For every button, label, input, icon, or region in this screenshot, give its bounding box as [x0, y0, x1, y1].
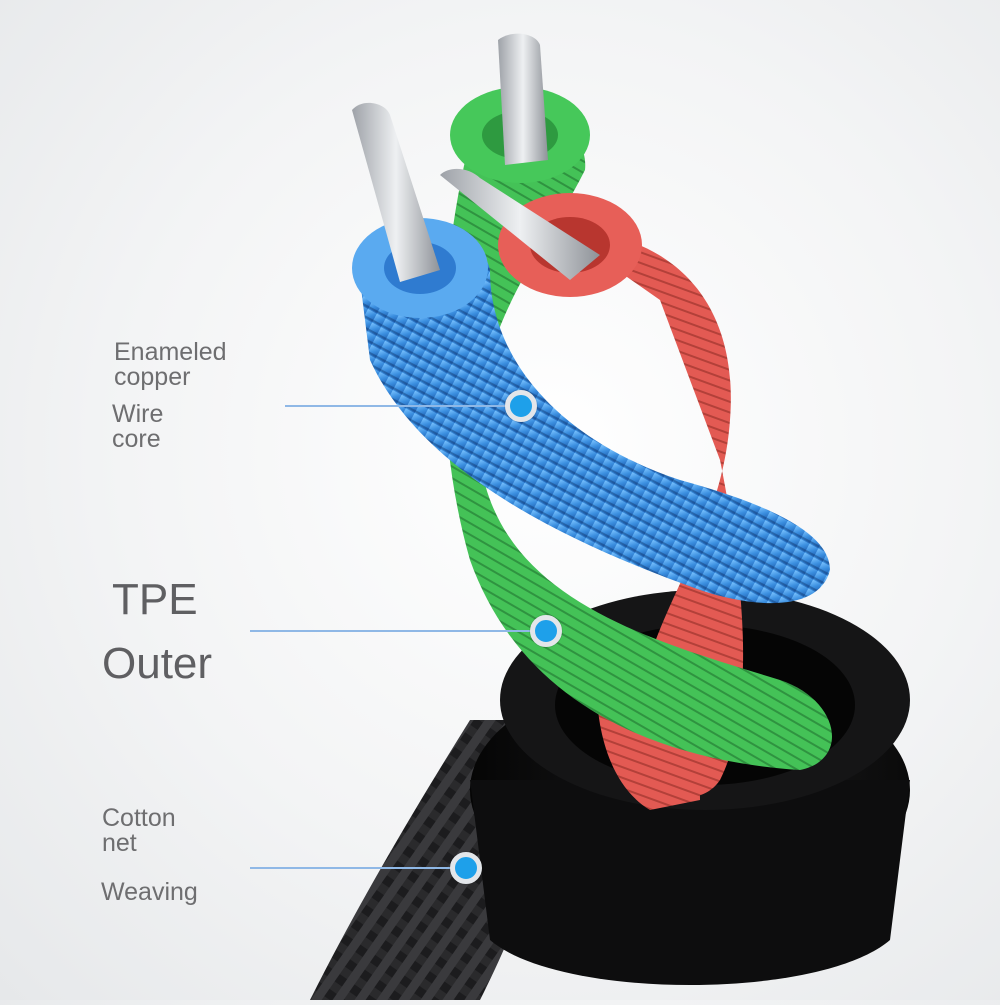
cotton-label-line2: net	[102, 829, 137, 857]
jacket-body	[470, 780, 910, 985]
copper-marker-dot	[505, 390, 537, 422]
copper-leader-line	[285, 405, 510, 407]
green-conductor	[498, 33, 548, 166]
copper-label-line4: core	[112, 425, 161, 453]
tpe-label-line1: TPE	[112, 575, 198, 624]
tpe-label-line2: Outer	[102, 639, 213, 688]
cotton-marker-dot	[450, 852, 482, 884]
blue-conductor	[352, 102, 440, 282]
cotton-label-line3: Weaving	[101, 878, 198, 906]
green-core	[443, 118, 833, 771]
tpe-leader-line	[250, 630, 535, 632]
tpe-marker-dot	[530, 615, 562, 647]
blue-core	[360, 237, 830, 604]
copper-label-line1: Enameled	[114, 338, 227, 366]
cotton-leader-line	[250, 867, 455, 869]
red-conductor	[440, 168, 600, 280]
cotton-label-line1: Cotton	[102, 804, 176, 832]
copper-label-line2: copper	[114, 363, 191, 391]
copper-label-line3: Wire	[112, 400, 164, 428]
